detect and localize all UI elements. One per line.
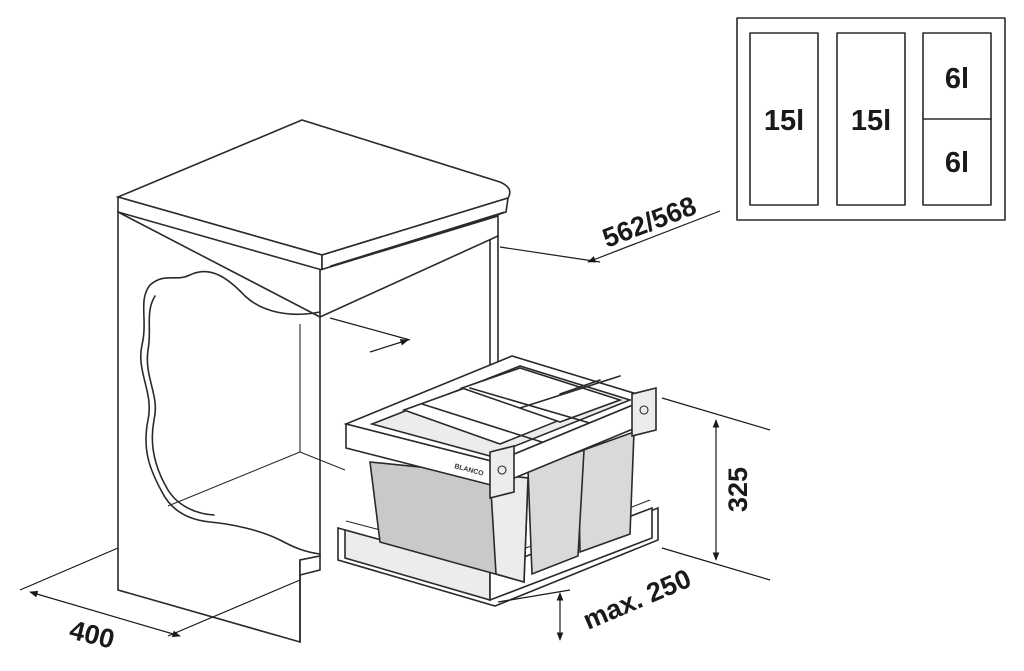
dim-clearance-label: max. 250 — [579, 563, 696, 635]
legend-compartment-2 — [836, 32, 906, 206]
dim-width-label: 400 — [67, 615, 118, 655]
worktop-side-edge — [321, 196, 509, 272]
capacity-legend: 15l 15l 6l 6l — [736, 17, 1006, 221]
legend-compartment-1 — [749, 32, 819, 206]
legend-label-3: 6l — [945, 63, 969, 95]
legend-label-4: 6l — [945, 147, 969, 179]
bin-bracket-left — [489, 444, 515, 500]
dim-height-label: 325 — [723, 467, 753, 512]
cabinet — [115, 119, 511, 644]
dim-depth-label: 562/568 — [598, 191, 700, 254]
dimension-height: 325 — [661, 397, 771, 581]
bin-6l-rear — [577, 430, 635, 554]
legend-label-2: 15l — [851, 105, 891, 137]
legend-label-1: 15l — [764, 105, 804, 137]
bin-bracket-right — [631, 386, 657, 438]
cabinet-left-panel — [117, 210, 321, 644]
cutaway-outline — [140, 270, 321, 555]
waste-bin-pullout: BLANCO — [337, 355, 659, 607]
cabinet-plinth — [299, 555, 321, 577]
